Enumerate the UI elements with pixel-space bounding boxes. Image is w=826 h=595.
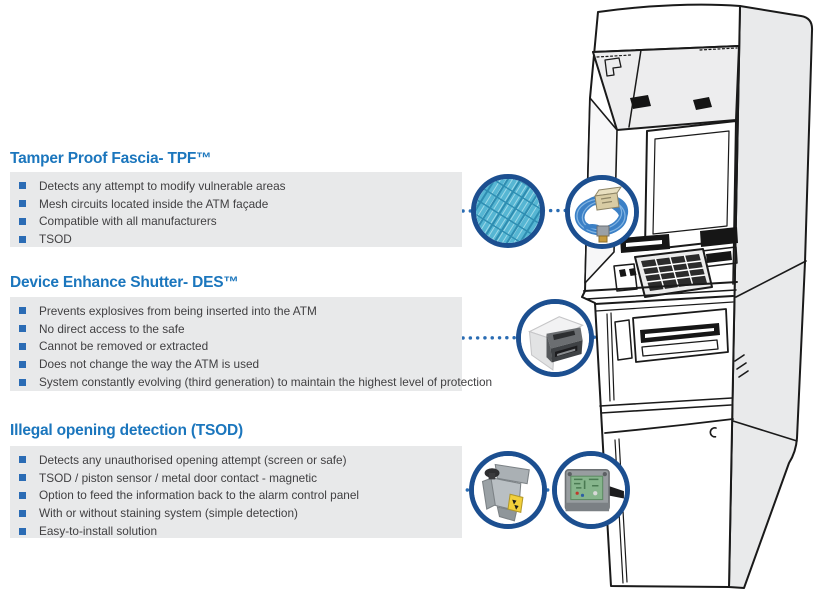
section-title-tsod: Illegal opening detection (TSOD) bbox=[10, 422, 243, 439]
bullet-item: Compatible with all manufacturers bbox=[10, 213, 462, 231]
bullet-square-icon bbox=[19, 491, 26, 499]
shutter-device-photo-icon bbox=[521, 304, 589, 372]
bullet-item: Easy-to-install solution bbox=[10, 522, 462, 540]
bullet-square-icon bbox=[19, 509, 26, 517]
bullet-item: Prevents explosives from being inserted … bbox=[10, 302, 462, 320]
bullet-item: With or without staining system (simple … bbox=[10, 504, 462, 522]
bullet-item: Detects any unauthorised opening attempt… bbox=[10, 451, 462, 469]
mesh-circuit-photo-icon bbox=[476, 179, 540, 243]
bullet-square-icon bbox=[19, 342, 26, 350]
bullet-item: Option to feed the information back to t… bbox=[10, 487, 462, 505]
panel-tsod: Detects any unauthorised opening attempt… bbox=[10, 446, 462, 538]
bullet-square-icon bbox=[19, 378, 26, 386]
bullet-square-icon bbox=[19, 474, 26, 482]
bullet-square-icon bbox=[19, 360, 26, 368]
bullet-square-icon bbox=[19, 217, 26, 225]
section-title-des: Device Enhance Shutter- DES™ bbox=[10, 274, 239, 291]
bullet-square-icon bbox=[19, 200, 26, 208]
bullet-square-icon bbox=[19, 456, 26, 464]
bullet-item: TSOD bbox=[10, 230, 462, 248]
callout-tsod-sensor bbox=[552, 451, 630, 529]
panel-des: Prevents explosives from being inserted … bbox=[10, 297, 492, 391]
security-cable-photo-icon bbox=[570, 180, 634, 244]
bullet-square-icon bbox=[19, 182, 26, 190]
callout-mesh-circuit bbox=[471, 174, 545, 248]
section-title-tpf: Tamper Proof Fascia- TPF™ bbox=[10, 150, 212, 167]
bullet-square-icon bbox=[19, 235, 26, 243]
panel-tpf: Detects any attempt to modify vulnerable… bbox=[10, 172, 462, 247]
bullet-item: System constantly evolving (third genera… bbox=[10, 373, 492, 391]
bullet-item: Cannot be removed or extracted bbox=[10, 338, 462, 356]
bullet-item: TSOD / piston sensor / metal door contac… bbox=[10, 469, 462, 487]
piston-sensor-photo-icon bbox=[474, 456, 542, 524]
bullet-square-icon bbox=[19, 527, 26, 535]
callout-piston-sensor bbox=[469, 451, 547, 529]
bullet-item: Does not change the way the ATM is used bbox=[10, 355, 462, 373]
atm-body bbox=[581, 3, 814, 589]
bullet-item: No direct access to the safe bbox=[10, 320, 462, 338]
callout-security-cable bbox=[565, 175, 639, 249]
bullet-square-icon bbox=[19, 325, 26, 333]
bullet-item: Mesh circuits located inside the ATM faç… bbox=[10, 195, 462, 213]
bullet-square-icon bbox=[19, 307, 26, 315]
bullet-item: Detects any attempt to modify vulnerable… bbox=[10, 177, 462, 195]
callout-shutter-device bbox=[516, 299, 594, 377]
tsod-sensor-photo-icon bbox=[557, 456, 625, 524]
